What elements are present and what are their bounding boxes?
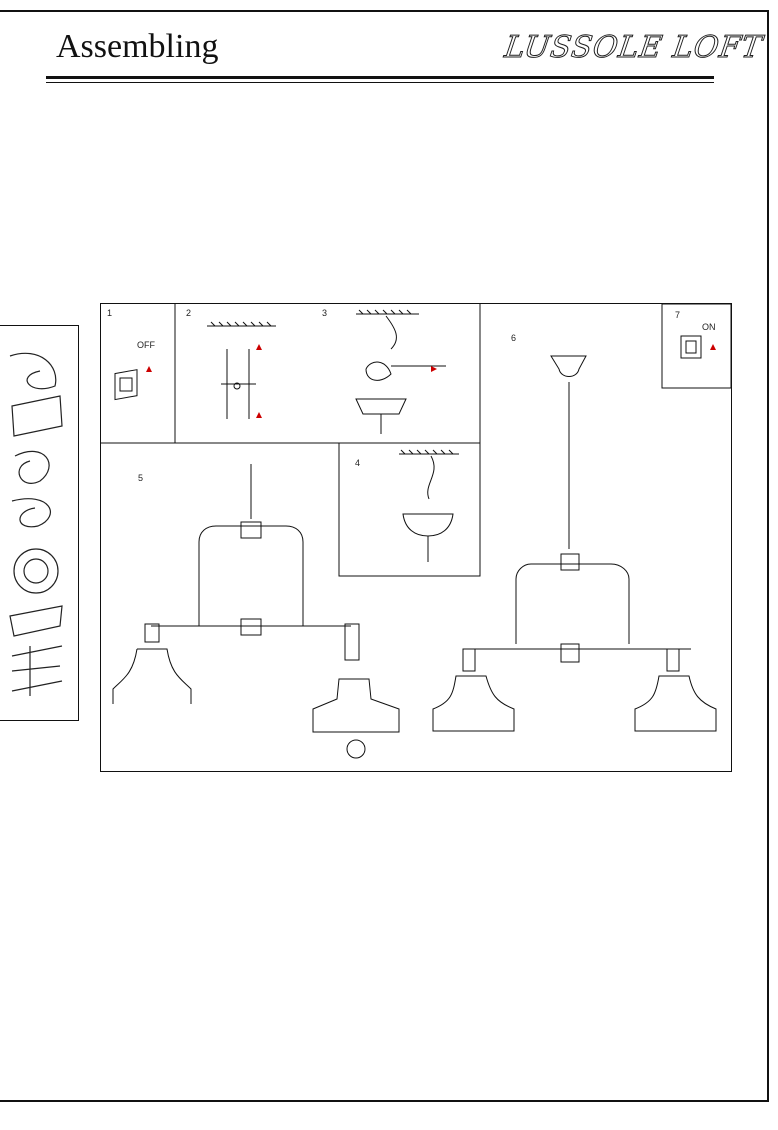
brand-logo: LUSSOLE LOFT xyxy=(502,30,765,66)
instruction-panel: 1 OFF 2 3 4 5 6 7 ON xyxy=(100,303,732,772)
step-number-3: 3 xyxy=(322,308,327,318)
assembly-diagram: 1 OFF 2 3 4 5 6 7 ON xyxy=(101,304,731,759)
side-logo-graphic xyxy=(9,352,63,696)
step-number-7: 7 xyxy=(675,310,680,320)
side-brand-logo xyxy=(0,325,79,721)
step-number-1: 1 xyxy=(107,308,112,318)
step-number-4: 4 xyxy=(355,458,360,468)
page-title: Assembling xyxy=(56,28,219,65)
header-rule-thin xyxy=(46,82,714,83)
step-number-2: 2 xyxy=(186,308,191,318)
step-7-note: ON xyxy=(702,322,716,332)
step-number-6: 6 xyxy=(511,333,516,343)
step-1-note: OFF xyxy=(137,340,155,350)
page-frame xyxy=(0,10,769,1102)
step-number-5: 5 xyxy=(138,473,143,483)
header-rule xyxy=(46,76,714,79)
